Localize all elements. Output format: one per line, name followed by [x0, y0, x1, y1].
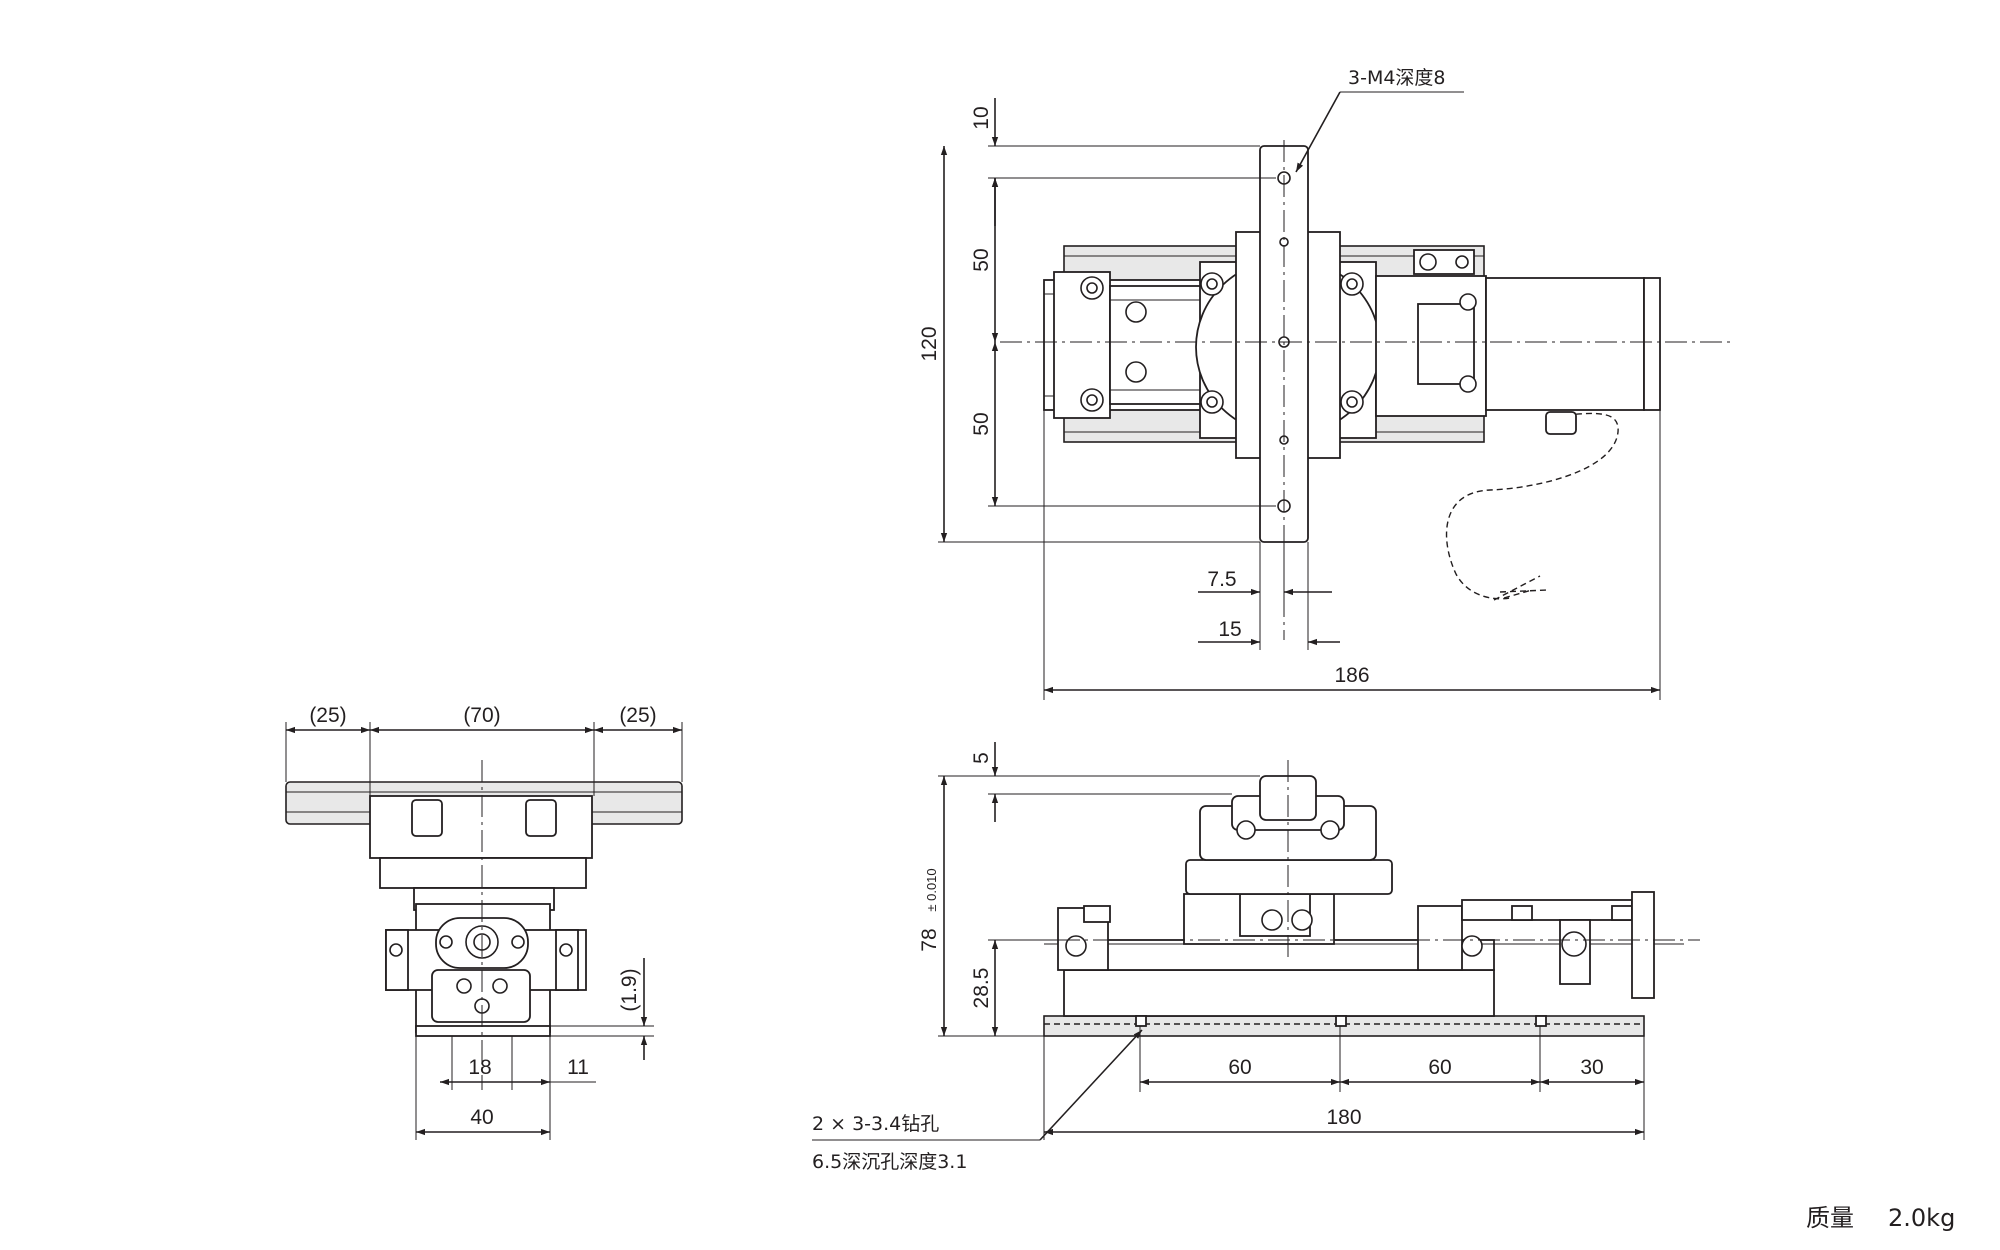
mass-label: 质量 [1806, 1204, 1854, 1232]
top-view-dimensions: 10 50 50 120 7.5 15 186 3-M4深度8 [918, 67, 1661, 700]
dim-overall-length: 186 [1334, 664, 1369, 687]
top-view [1000, 140, 1730, 640]
dim-hole-offset: 7.5 [1207, 568, 1236, 591]
motor-body [1485, 277, 1645, 411]
carriage-flange [1185, 859, 1393, 895]
motor-bracket [1461, 899, 1633, 921]
mass-note: 质量 2.0kg [1806, 1204, 1955, 1232]
dim-height-tolerance: ± 0.010 [924, 868, 939, 911]
dim-hole-spacing: 18 [468, 1056, 491, 1079]
mass-value: 2.0kg [1888, 1204, 1955, 1232]
dim-table-width: (70) [463, 704, 500, 727]
end-view [285, 760, 683, 1090]
dim-pitch-1: 60 [1228, 1056, 1251, 1079]
side-view-dimensions: 5 78 ± 0.010 28.5 60 60 30 180 2 × 3-3.4… [812, 742, 1645, 1173]
base-block [1063, 969, 1495, 1017]
cable-clamp [1545, 411, 1577, 435]
dim-left-overhang: (25) [309, 704, 346, 727]
right-window [1417, 303, 1475, 385]
dim-hole-pitch-lower: 50 [970, 412, 993, 435]
dim-right-overhang: (25) [619, 704, 656, 727]
dim-edge-offset: 11 [567, 1056, 589, 1079]
dim-top-offset: 10 [970, 106, 993, 129]
callout-tapped-holes: 3-M4深度8 [1348, 67, 1446, 89]
motor-end [1631, 891, 1655, 999]
dim-gap: (1.9) [618, 968, 641, 1011]
end-carriage [369, 795, 593, 859]
dim-base-height: 28.5 [970, 968, 993, 1009]
dim-height: 78 [918, 928, 941, 951]
end-view-dimensions: (25) (70) (25) (1.9) 18 11 40 [285, 704, 683, 1140]
side-view [988, 760, 1700, 1037]
dim-top-gap: 5 [970, 752, 993, 764]
dim-hole-pitch-upper: 50 [970, 248, 993, 271]
right-end [1417, 905, 1463, 971]
motor-cap [1643, 277, 1661, 411]
sensor-block [1413, 249, 1475, 275]
end-flange [379, 857, 587, 889]
dim-pitch-2: 60 [1428, 1056, 1451, 1079]
dim-overall-height: 120 [918, 326, 941, 361]
dim-overall-length: 180 [1326, 1106, 1361, 1129]
cable-outline [1445, 412, 1619, 600]
dim-base-width: 40 [470, 1106, 493, 1129]
callout-drill-line1: 2 × 3-3.4钻孔 [812, 1113, 939, 1135]
dim-plate-width: 15 [1218, 618, 1241, 641]
end-motor-plate [431, 969, 531, 1023]
callout-drill-line2: 6.5深沉孔深度3.1 [812, 1151, 967, 1173]
dim-end-offset: 30 [1580, 1056, 1603, 1079]
screw-group [1080, 272, 1477, 414]
